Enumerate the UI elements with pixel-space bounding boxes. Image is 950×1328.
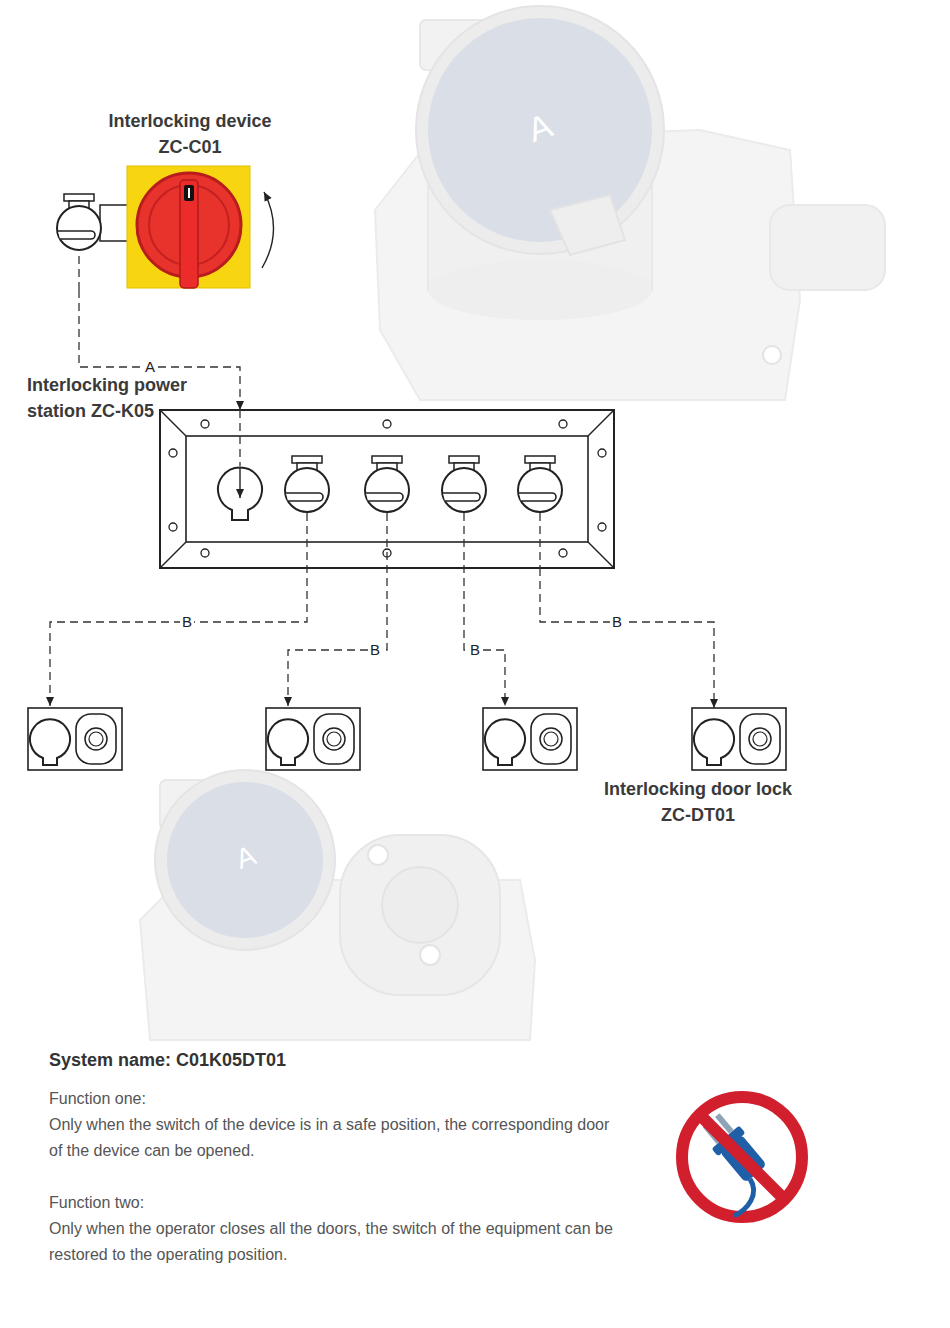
function-heading: Function two: xyxy=(49,1190,609,1216)
watermark-lock xyxy=(375,6,885,400)
key-label: B xyxy=(368,642,382,659)
system-name: System name: C01K05DT01 xyxy=(49,1047,609,1073)
key-label: B xyxy=(180,614,194,631)
interlocking-device xyxy=(57,166,274,290)
component-title: Interlocking device ZC-C01 xyxy=(95,108,285,160)
watermark-door-lock xyxy=(140,770,535,1040)
component-node: Interlocking door lock ZC-DT01 xyxy=(692,708,786,770)
key-label: A xyxy=(143,359,157,375)
component-title: Interlocking power station ZC-K05 xyxy=(27,372,209,424)
no-plug-icon xyxy=(677,1097,802,1217)
dashed-key-path xyxy=(540,568,714,708)
key-label: B xyxy=(610,614,624,630)
function-heading: Function one: xyxy=(49,1086,609,1112)
component-title: Interlocking door lock ZC-DT01 xyxy=(593,776,803,828)
component-node: Interlocking power station ZC-K05 xyxy=(160,410,614,568)
function-text: Only when the switch of the device is in… xyxy=(49,1112,624,1164)
component-node: Interlocking device ZC-C01 xyxy=(55,108,285,290)
key-label: B xyxy=(468,642,482,659)
door-lock-symbol xyxy=(28,708,786,770)
function-text: Only when the operator closes all the do… xyxy=(49,1216,624,1268)
dashed-key-path xyxy=(50,513,505,706)
